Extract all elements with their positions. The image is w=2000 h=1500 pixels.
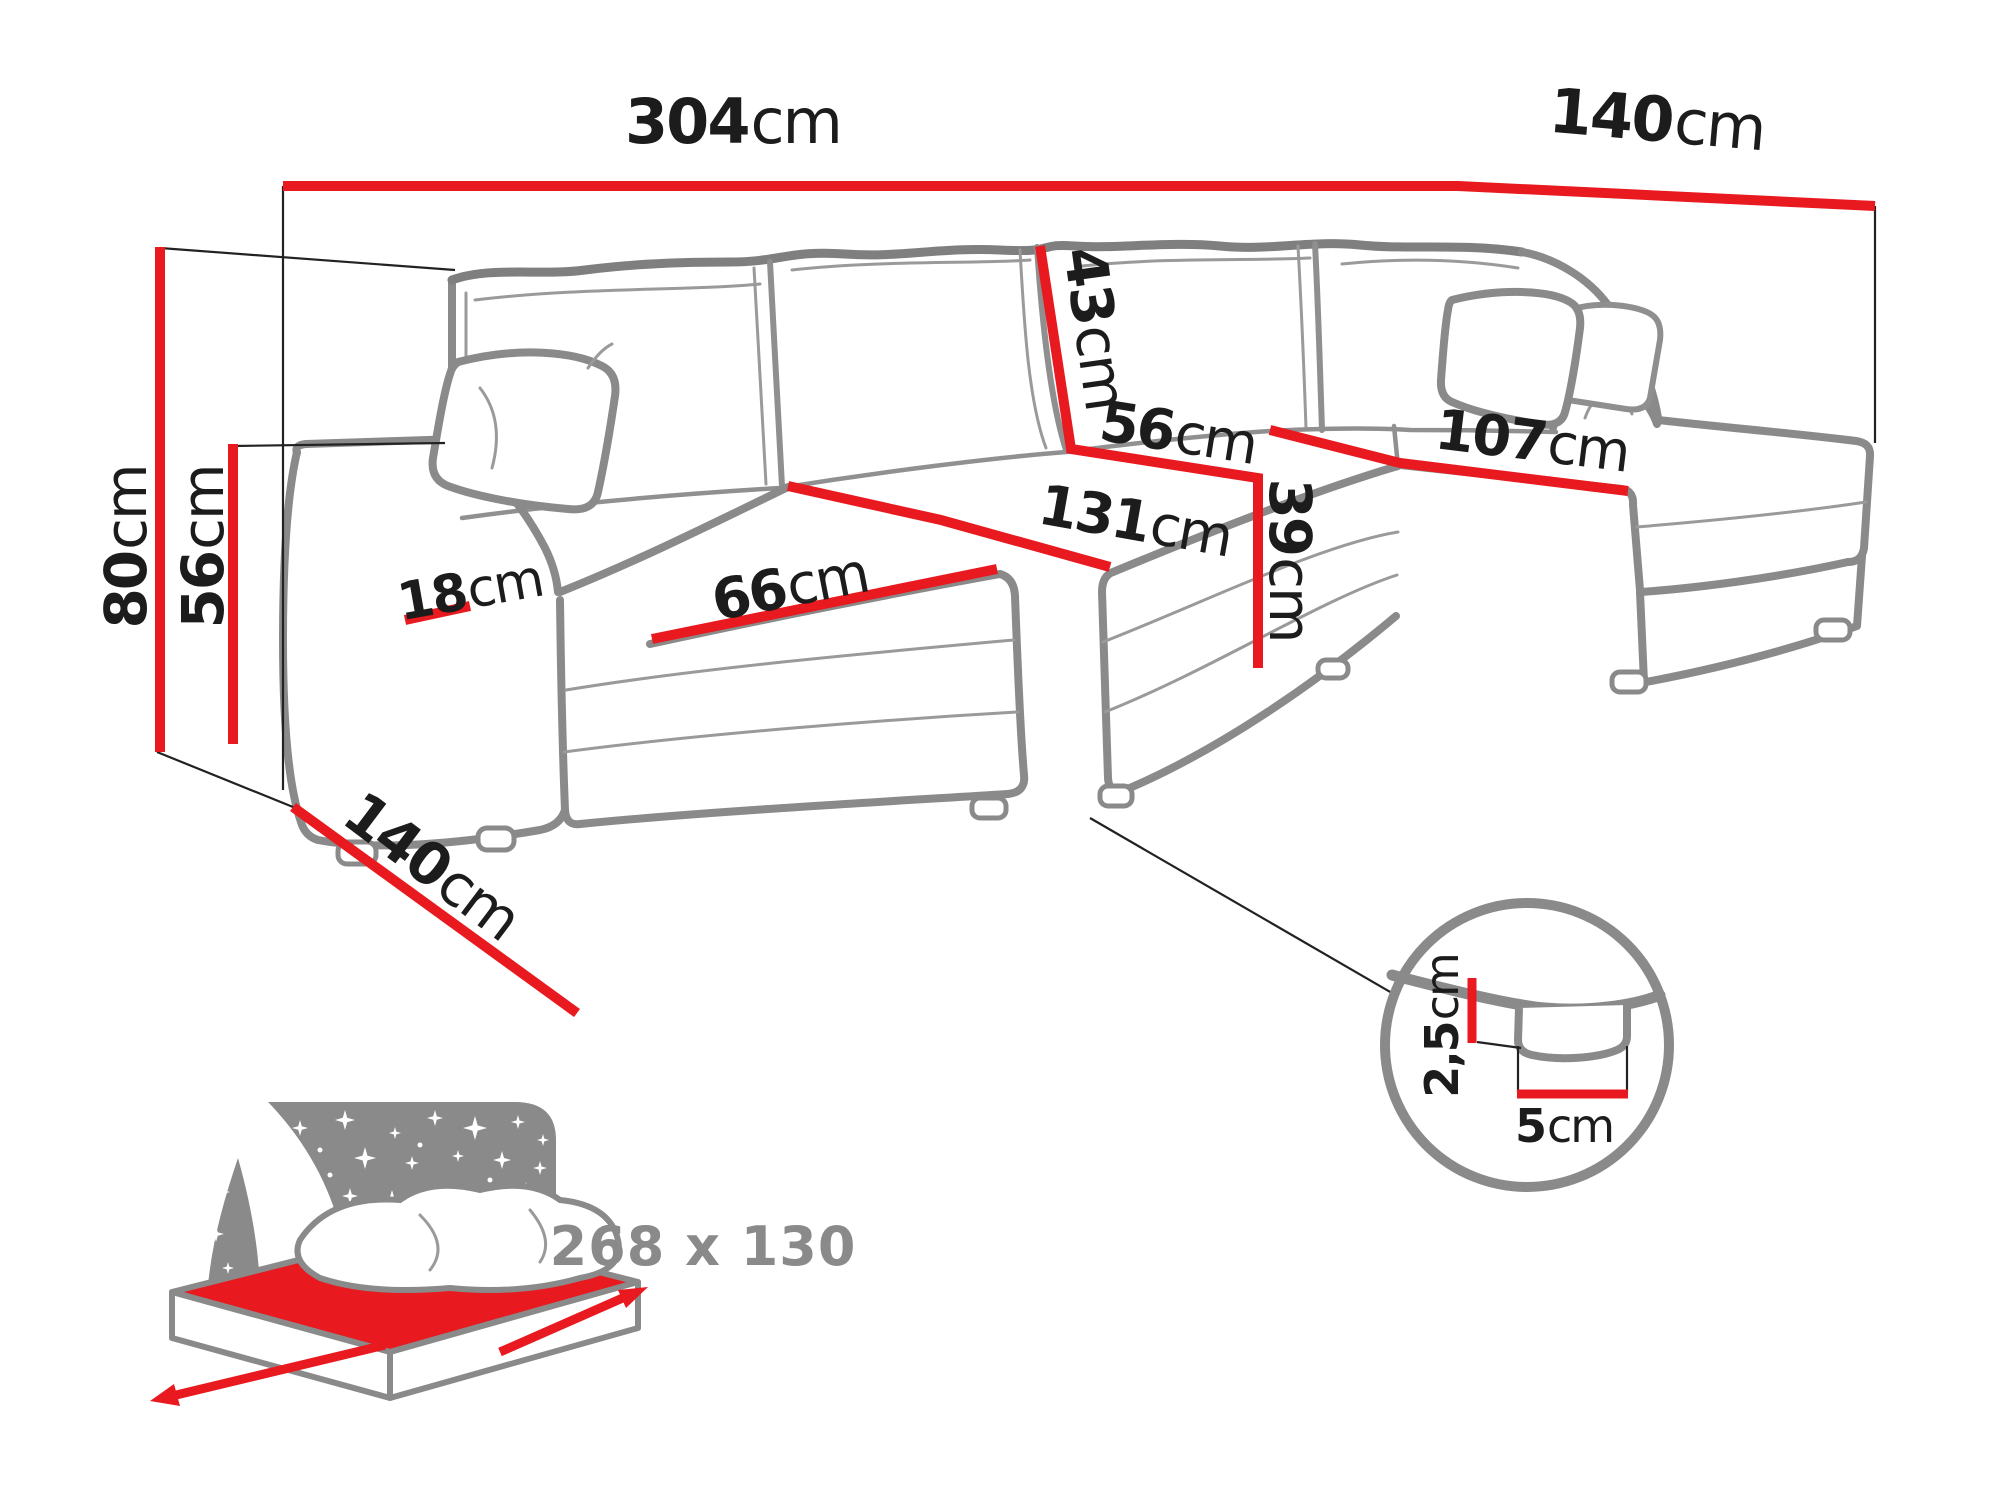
dim-height-total-label: 80cm bbox=[92, 465, 160, 628]
dim-line-131 bbox=[786, 481, 1112, 572]
dim-leg-height-label: 2,5cm bbox=[1415, 954, 1469, 1098]
dim-unit: cm bbox=[1543, 411, 1633, 486]
sofa-leg bbox=[1609, 669, 1649, 695]
sleeping-area-value: 268 x 130 bbox=[549, 1215, 857, 1278]
dim-unit: cm bbox=[1256, 557, 1324, 642]
dim-value: 43 bbox=[1049, 242, 1128, 328]
sleeping-area-label: 268 x 130 bbox=[550, 1220, 857, 1274]
dim-unit: cm bbox=[1415, 954, 1469, 1021]
sofa-line-art bbox=[279, 239, 1875, 867]
dim-line-304-140 bbox=[283, 181, 1876, 211]
leg-detail-pointer-line bbox=[1089, 817, 1405, 1001]
dim-value: 39 bbox=[1256, 478, 1324, 556]
dim-value: 5 bbox=[1514, 1099, 1547, 1153]
dim-unit: cm bbox=[1546, 1099, 1615, 1153]
dim-value: 56 bbox=[169, 551, 237, 629]
sofa-back-top-edge bbox=[447, 239, 1527, 285]
dim-unit: cm bbox=[1170, 400, 1261, 478]
dim-unit: cm bbox=[1144, 492, 1237, 571]
sofa-leg bbox=[1315, 657, 1351, 681]
dim-unit: cm bbox=[169, 465, 237, 550]
dim-seat-height-label: 39cm bbox=[1256, 478, 1324, 641]
dim-unit: cm bbox=[1671, 84, 1768, 166]
sofa-leg bbox=[969, 795, 1009, 821]
mattress-size-arrows bbox=[150, 1287, 648, 1406]
dim-line-43-56-39 bbox=[1035, 245, 1263, 668]
dim-line-18 bbox=[403, 601, 472, 625]
dim-leg-width-label: 5cm bbox=[1515, 1103, 1615, 1149]
dim-unit: cm bbox=[750, 85, 842, 158]
dim-unit: cm bbox=[92, 465, 160, 550]
dim-armrest-height-label: 56cm bbox=[169, 465, 237, 628]
dim-line-66 bbox=[651, 564, 998, 644]
dim-value: 107 bbox=[1431, 397, 1550, 476]
dim-total-width-label: 304cm bbox=[625, 91, 843, 153]
sleeping-function-icon bbox=[150, 1102, 648, 1406]
dim-value: 66 bbox=[706, 556, 792, 635]
dim-value: 140 bbox=[1546, 73, 1676, 158]
dim-value: 80 bbox=[92, 551, 160, 629]
dim-line-140-bottom bbox=[290, 802, 580, 1018]
dim-value: 304 bbox=[625, 85, 750, 158]
sofa-leg-magnified bbox=[1514, 1005, 1631, 1063]
extension-lines bbox=[156, 186, 1877, 1001]
red-dimension-lines bbox=[155, 181, 1876, 1018]
dim-value: 18 bbox=[393, 562, 471, 634]
dim-line-107 bbox=[1268, 425, 1629, 496]
sofa-leg bbox=[1097, 783, 1135, 809]
dim-value: 56 bbox=[1095, 389, 1179, 465]
sofa-leg bbox=[475, 825, 517, 853]
right-pillow bbox=[1436, 288, 1585, 429]
dim-top-depth-right-label: 140cm bbox=[1546, 74, 1767, 166]
sofa-leg bbox=[1813, 617, 1853, 643]
left-pillow bbox=[428, 348, 620, 514]
leg-detail-circle bbox=[1380, 898, 1674, 1192]
duvet-icon bbox=[294, 1182, 622, 1293]
dim-value: 2,5 bbox=[1415, 1022, 1469, 1098]
